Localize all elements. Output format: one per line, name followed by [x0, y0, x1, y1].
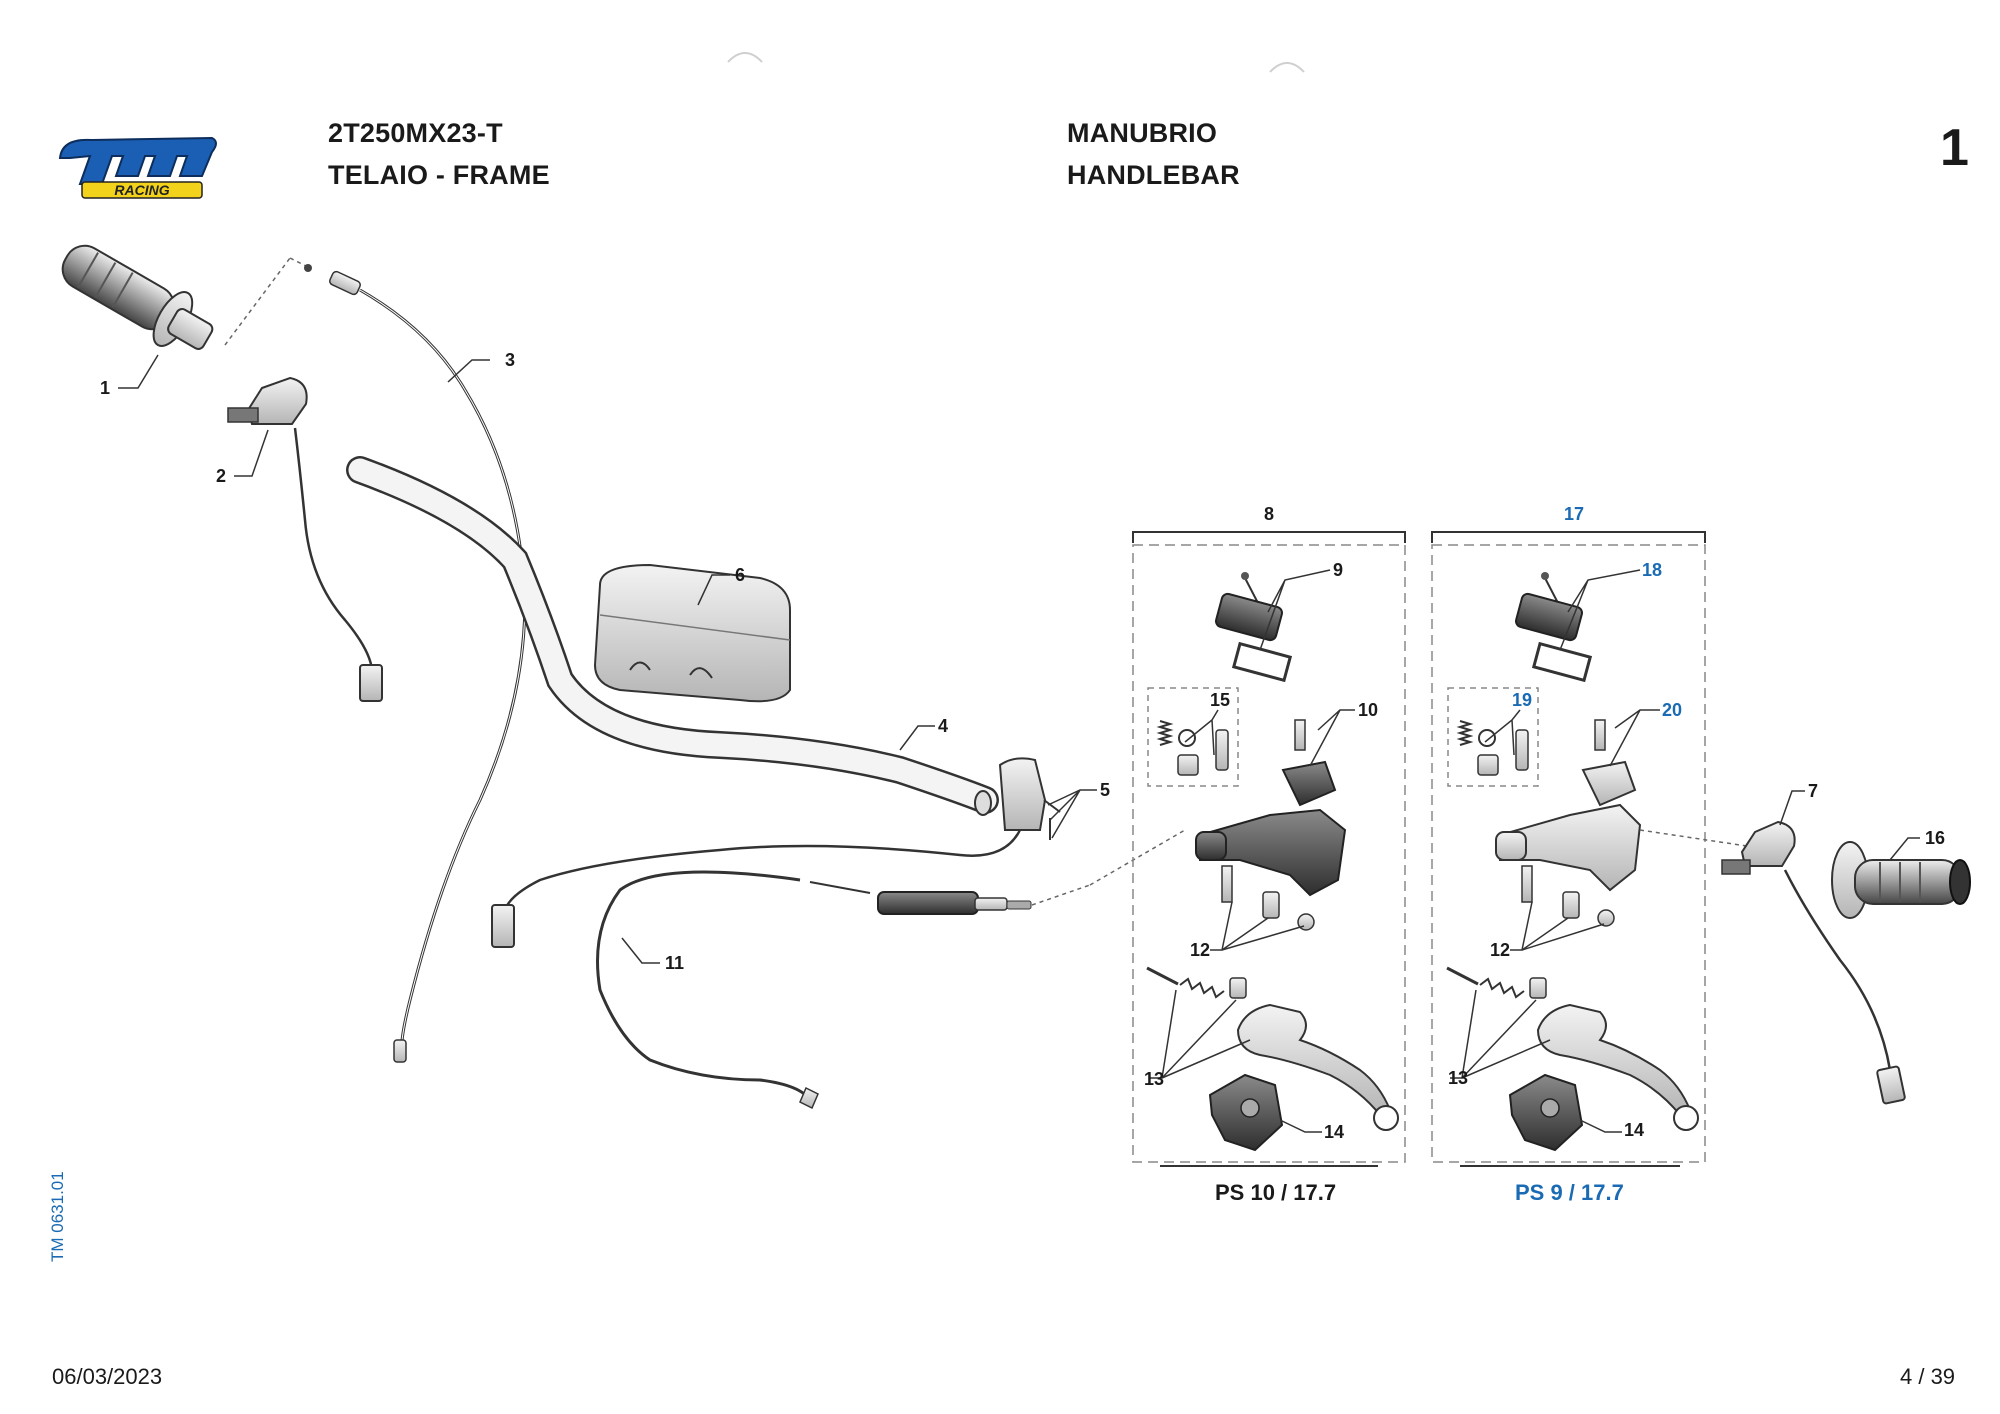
group-label-ps10: PS 10 / 17.7 — [1215, 1180, 1336, 1205]
group-ps9-box — [1431, 531, 1706, 1167]
callout-2: 2 — [216, 466, 226, 486]
callout-7: 7 — [1808, 781, 1818, 801]
part-1-throttle-grip — [61, 244, 214, 350]
part-11-clutch-cable — [596, 870, 1032, 1110]
part-7-switch — [1721, 820, 1906, 1105]
model-code: 2T250MX23-T — [328, 118, 503, 148]
leader-lines — [118, 354, 1920, 1133]
binder-mark — [727, 52, 763, 63]
callout-18: 18 — [1642, 560, 1662, 580]
footer-page: 4 / 39 — [1900, 1364, 1956, 1389]
callout-11: 11 — [665, 953, 684, 973]
group-title-en: HANDLEBAR — [1067, 160, 1240, 190]
callout-20: 20 — [1662, 700, 1682, 720]
tm-racing-logo: RACING — [58, 136, 217, 199]
part-4-handlebar — [346, 456, 999, 816]
group-label-ps9: PS 9 / 17.7 — [1515, 1180, 1624, 1205]
master-cylinder-right — [1446, 572, 1699, 1152]
callout-3: 3 — [505, 350, 515, 370]
callout-12-left: 12 — [1190, 940, 1210, 960]
group-title-it: MANUBRIO — [1067, 118, 1218, 148]
callout-15: 15 — [1210, 690, 1230, 710]
group-number: 1 — [1940, 119, 1969, 177]
part-6-handlebar-pad — [593, 563, 791, 703]
callout-13-right: 13 — [1448, 1068, 1468, 1088]
footer-date: 06/03/2023 — [52, 1364, 163, 1389]
callout-17: 17 — [1564, 504, 1584, 524]
callout-9: 9 — [1333, 560, 1343, 580]
callout-6: 6 — [735, 565, 745, 585]
part-2-switch — [227, 376, 383, 702]
callout-4: 4 — [938, 716, 948, 736]
callout-1: 1 — [100, 378, 110, 398]
callout-8: 8 — [1264, 504, 1274, 524]
part-3-throttle-cable — [304, 264, 527, 1063]
section-title: TELAIO - FRAME — [328, 160, 550, 190]
callout-10: 10 — [1358, 700, 1378, 720]
callout-14-left: 14 — [1324, 1122, 1344, 1142]
callout-13-left: 13 — [1144, 1069, 1164, 1089]
callout-16: 16 — [1925, 828, 1945, 848]
group-ps10-box — [1132, 531, 1406, 1167]
callout-14-right: 14 — [1624, 1120, 1644, 1140]
master-cylinder-left — [1146, 572, 1399, 1152]
callout-5: 5 — [1100, 780, 1110, 800]
callout-12-right: 12 — [1490, 940, 1510, 960]
part-16-grip — [1831, 841, 1971, 919]
callout-19: 19 — [1512, 690, 1532, 710]
document-code: TM 0631.01 — [48, 1171, 67, 1262]
part-5-clamp — [998, 757, 1061, 840]
binder-mark — [1269, 62, 1305, 73]
logo-racing-text: RACING — [114, 182, 169, 198]
